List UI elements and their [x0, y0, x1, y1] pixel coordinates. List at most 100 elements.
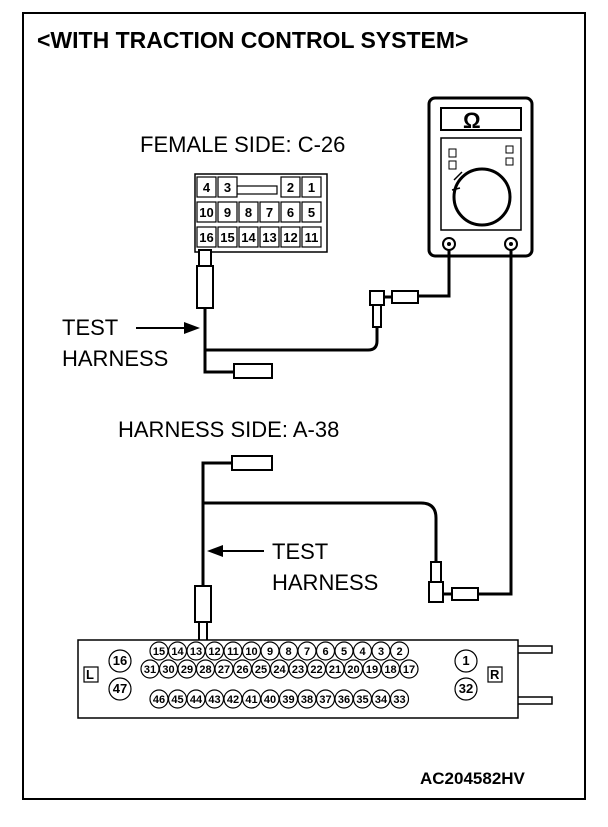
- a38-pin-label: 22: [310, 664, 322, 676]
- a38-right-tag: R: [490, 667, 500, 682]
- c26-pin-cell: [217, 176, 238, 198]
- a38-pin: [389, 689, 410, 709]
- ohm-symbol: Ω: [463, 108, 481, 133]
- c26-pin-label: 4: [203, 180, 211, 195]
- a38-pin-label: 36: [338, 694, 350, 706]
- a38-left-tag: L: [86, 667, 94, 682]
- c26-pin-cell: [217, 201, 238, 223]
- a38-pin-label: 5: [341, 646, 347, 658]
- female-side-label: FEMALE SIDE: C-26: [140, 132, 345, 157]
- c26-pin-label: 15: [220, 230, 234, 245]
- arrow-lower: [207, 545, 264, 557]
- a38-pin: [399, 659, 419, 679]
- c26-pin-label: 9: [224, 205, 231, 220]
- c26-pin-cell: [196, 226, 217, 248]
- figure-title: <WITH TRACTION CONTROL SYSTEM>: [37, 27, 468, 53]
- a38-pin-label: 34: [375, 694, 388, 706]
- upper-probe: [369, 290, 419, 328]
- upper-test-harness: [196, 249, 379, 379]
- a38-pin-label: 11: [227, 646, 239, 658]
- c26-pin-cell: [301, 176, 322, 198]
- a38-pin-label: 26: [236, 664, 248, 676]
- a38-pin-label: 19: [366, 664, 378, 676]
- a38-pin-label: 1: [462, 653, 469, 668]
- c26-pin-cell: [238, 226, 259, 248]
- harness-side-label: HARNESS SIDE: A-38: [118, 417, 339, 442]
- c26-pin-cell: [196, 176, 217, 198]
- a38-pin-label: 42: [227, 694, 239, 706]
- lower-test-harness: [194, 455, 438, 643]
- arrow-upper: [136, 322, 200, 334]
- c26-pin-cell: [280, 201, 301, 223]
- a38-pin: [108, 677, 132, 701]
- test-harness-label-upper-1: TEST: [62, 315, 118, 340]
- c26-pin-cell: [259, 226, 280, 248]
- c26-pin-label: 11: [305, 230, 319, 245]
- c26-pin-label: 10: [199, 205, 213, 220]
- c26-pin-cell: [301, 201, 322, 223]
- a38-pin-label: 27: [218, 664, 230, 676]
- test-harness-label-lower-1: TEST: [272, 539, 328, 564]
- multimeter: Ω: [427, 96, 534, 258]
- c26-pin-cell: [280, 176, 301, 198]
- c26-pin-label: 8: [245, 205, 252, 220]
- figure-code: AC204582HV: [420, 769, 526, 788]
- c26-pin-label: 13: [262, 230, 276, 245]
- c26-pin-label: 16: [199, 230, 213, 245]
- a38-pin-label: 15: [153, 646, 165, 658]
- c26-pin-cell: [259, 201, 280, 223]
- a38-pin-label: 31: [144, 664, 156, 676]
- a38-pin-label: 13: [190, 646, 202, 658]
- a38-pin-label: 4: [359, 646, 366, 658]
- a38-pin-label: 20: [347, 664, 359, 676]
- c26-pin-label: 7: [266, 205, 273, 220]
- c26-pin-label: 14: [241, 230, 256, 245]
- a38-pin-label: 7: [304, 646, 310, 658]
- c26-pin-label: 2: [287, 180, 294, 195]
- a38-pin-label: 40: [264, 694, 276, 706]
- a38-pin: [454, 677, 478, 701]
- a38-pin-label: 12: [208, 646, 220, 658]
- a38-pin-label: 16: [113, 653, 127, 668]
- a38-pin-label: 28: [199, 664, 211, 676]
- meter-lead-right: [478, 250, 513, 596]
- selector-dial: [452, 167, 512, 227]
- a38-pin-label: 14: [171, 646, 184, 658]
- c26-pin-label: 12: [283, 230, 297, 245]
- a38-pin-label: 37: [319, 694, 331, 706]
- c26-pin-cell: [196, 201, 217, 223]
- a38-pin: [108, 649, 132, 673]
- c26-pin-label: 6: [287, 205, 294, 220]
- c26-pin-label: 1: [308, 180, 315, 195]
- lower-probe: [428, 561, 479, 603]
- a38-pin-label: 38: [301, 694, 313, 706]
- test-harness-label-upper-2: HARNESS: [62, 346, 168, 371]
- a38-pin-label: 35: [356, 694, 368, 706]
- a38-pin-label: 46: [153, 694, 165, 706]
- a38-pin-label: 41: [245, 694, 257, 706]
- a38-pin-label: 45: [171, 694, 183, 706]
- c26-pin-cell: [280, 226, 301, 248]
- a38-pin: [389, 641, 410, 661]
- figure-border: [22, 12, 586, 800]
- a38-pin-label: 24: [273, 664, 286, 676]
- a38-pin-label: 23: [292, 664, 304, 676]
- a38-pin-label: 18: [384, 664, 396, 676]
- a38-pin: [454, 649, 478, 673]
- c26-pin-cell: [238, 201, 259, 223]
- a38-pin-label: 3: [378, 646, 384, 658]
- a38-pin-label: 32: [459, 681, 473, 696]
- a38-pin-label: 44: [190, 694, 203, 706]
- a38-pin-label: 39: [282, 694, 294, 706]
- a38-pin-label: 21: [329, 664, 341, 676]
- a38-pin-label: 47: [113, 681, 127, 696]
- a38-pin-label: 29: [181, 664, 193, 676]
- c26-pin-label: 5: [308, 205, 315, 220]
- a38-pin-label: 43: [208, 694, 220, 706]
- c26-pin-label: 3: [224, 180, 231, 195]
